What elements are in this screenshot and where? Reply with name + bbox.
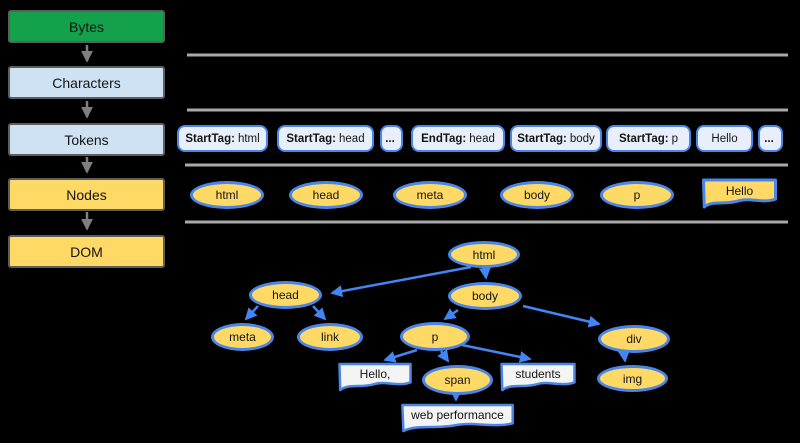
- textnode-label: Hello,: [359, 367, 391, 381]
- tree-node-body: body: [448, 282, 522, 310]
- edge-head-to-meta-icon: [244, 305, 259, 321]
- edge-html-to-body-icon: [478, 267, 491, 280]
- node-ellipse-meta: meta: [393, 181, 467, 209]
- tree-node-link: link: [297, 323, 363, 351]
- edge-html-to-head-icon: [330, 265, 472, 298]
- token-type: StartTag:: [618, 132, 669, 145]
- textnode-shape: [500, 362, 576, 393]
- token-value: head: [469, 132, 495, 145]
- edge-p-to-hello-icon: [383, 348, 418, 363]
- stage-tokens: Tokens: [8, 123, 165, 156]
- node-ellipse-html: html: [190, 181, 264, 209]
- tree-node-head: head: [249, 281, 322, 309]
- tree-node-html: html: [448, 241, 520, 268]
- token-ellipsis-1: ...: [380, 125, 403, 152]
- edge-body-to-div-icon: [522, 304, 601, 328]
- node-ellipse-head: head: [289, 181, 363, 209]
- token-type: StartTag:: [517, 132, 567, 145]
- node-ellipse-body: body: [500, 181, 574, 209]
- edge-p-to-students-icon: [461, 343, 532, 363]
- token-value: head: [339, 132, 365, 145]
- token-value: body: [569, 132, 595, 145]
- token-hello: Hello: [696, 125, 753, 152]
- textnode-shape: [400, 403, 515, 434]
- edge-p-to-span-icon: [437, 349, 450, 363]
- token-type: StartTag:: [286, 132, 337, 145]
- textnode-label: Hello: [725, 183, 754, 198]
- token-starttag-html: StartTag:html: [177, 125, 268, 152]
- token-value: html: [237, 132, 260, 145]
- textnode-shape: [338, 362, 412, 393]
- tree-textnode-hello: Hello,: [338, 362, 412, 393]
- node-ellipse-p: p: [600, 181, 674, 209]
- token-starttag-head: StartTag:head: [277, 125, 374, 152]
- tree-node-img: img: [597, 365, 668, 392]
- tree-node-span: span: [422, 365, 493, 395]
- edge-head-to-link-icon: [312, 305, 327, 321]
- stage-dom: DOM: [8, 235, 165, 268]
- dom-tree-edges: [244, 265, 630, 402]
- textnode-shape: [702, 178, 777, 210]
- textnode-label: web performance: [411, 408, 504, 422]
- tree-textnode-web-performance: web performance: [400, 403, 515, 434]
- stage-characters: Characters: [8, 66, 165, 99]
- token-type: ...: [764, 132, 774, 145]
- token-starttag-p: StartTag:p: [606, 125, 691, 152]
- stage-bytes: Bytes: [8, 10, 165, 43]
- tree-node-meta: meta: [211, 323, 274, 351]
- edge-body-to-p-icon: [443, 308, 459, 321]
- token-ellipsis-2: ...: [758, 125, 783, 152]
- token-value: p: [671, 132, 679, 145]
- edge-div-to-img-icon: [617, 350, 630, 363]
- token-endtag-head: EndTag:head: [411, 125, 505, 152]
- token-value: Hello: [711, 132, 738, 145]
- stage-nodes: Nodes: [8, 178, 165, 211]
- tree-textnode-students: students: [500, 362, 576, 393]
- tree-node-p: p: [400, 322, 470, 351]
- node-textnode-hello: Hello: [702, 178, 777, 210]
- row-separator-lines: [185, 53, 788, 224]
- tree-node-div: div: [598, 325, 670, 353]
- token-type: ...: [385, 132, 395, 145]
- token-type: EndTag:: [421, 132, 467, 145]
- token-starttag-body: StartTag:body: [510, 125, 602, 152]
- textnode-label: students: [515, 367, 561, 381]
- token-type: StartTag:: [185, 132, 235, 145]
